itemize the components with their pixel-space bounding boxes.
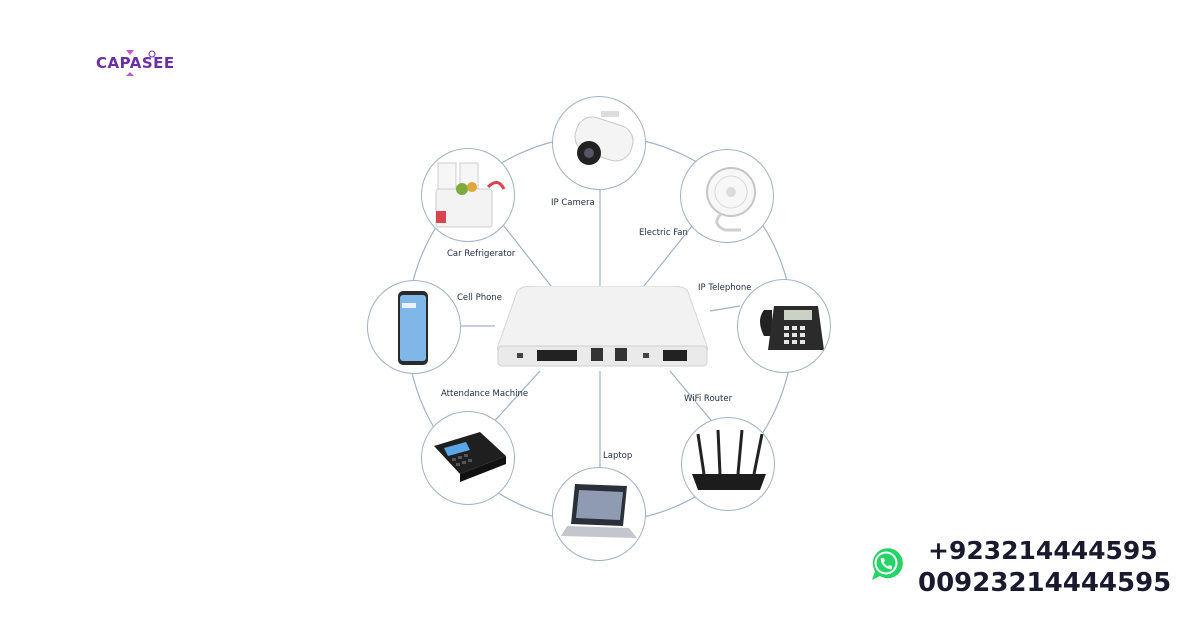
car-refrigerator-icon [435,162,506,228]
label-car-refrigerator: Car Refrigerator [447,249,516,259]
brand-logo: CAPASEE [96,46,176,82]
label-ip-camera: IP Camera [551,198,595,208]
device-node-laptop [552,467,646,561]
cell-phone-icon [398,291,428,365]
device-node-electric-fan [680,149,774,243]
ip-telephone-icon [760,306,824,350]
logo-crest-icon [126,50,156,76]
device-node-wifi-router [681,417,775,511]
device-node-ip-telephone [737,279,831,373]
label-cell-phone: Cell Phone [457,293,502,303]
whatsapp-icon[interactable] [866,544,906,584]
device-node-car-refrigerator [421,148,515,242]
phone-primary[interactable]: +923214444595 [928,536,1158,565]
laptop-icon [561,484,637,538]
ip-camera-icon [574,111,634,165]
phone-secondary[interactable]: 00923214444595 [918,568,1172,598]
label-ip-telephone: IP Telephone [698,283,752,293]
wifi-router-icon [692,429,766,490]
label-laptop: Laptop [603,451,633,461]
ups-device-icon [497,286,708,367]
device-node-ip-camera [552,96,646,190]
device-node-cell-phone [367,280,461,374]
ups-hub [495,286,710,371]
device-node-attendance-machine [421,411,515,505]
contact-block: +923214444595 00923214444595 [866,536,1186,606]
electric-fan-icon [706,167,756,232]
attendance-machine-icon [434,432,506,482]
device-diagram: IP Camera Electric Fan IP Telephone [340,86,860,586]
label-wifi-router: WiFi Router [684,394,733,404]
label-electric-fan: Electric Fan [639,228,688,238]
logo-text: CAPASEE [96,54,175,72]
label-attendance-machine: Attendance Machine [441,389,529,399]
